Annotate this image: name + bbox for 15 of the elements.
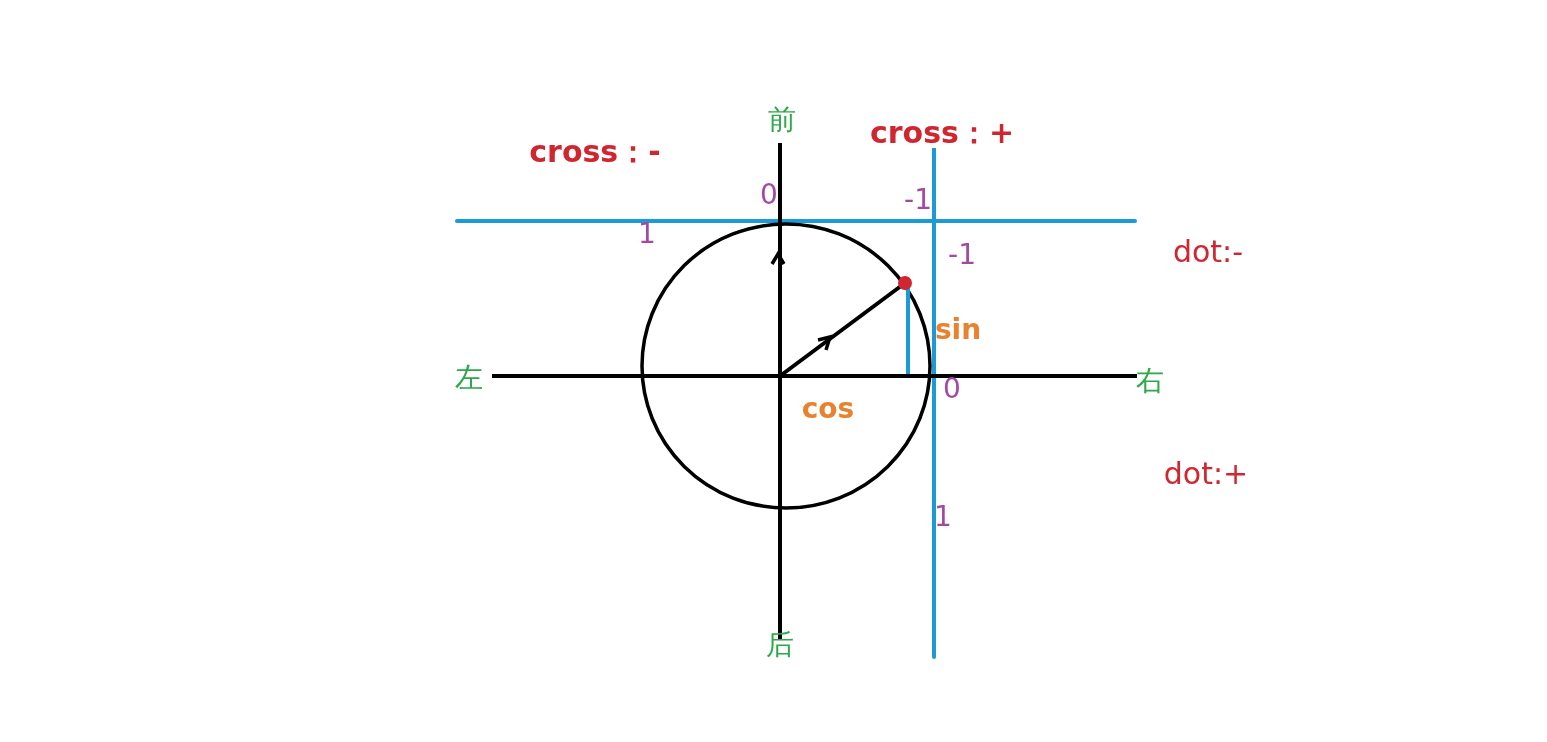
sign-label: dot:- — [1172, 237, 1244, 267]
direction-label: 右 — [1136, 367, 1164, 395]
function-label: cos — [801, 395, 855, 423]
tick-label: 1 — [638, 220, 656, 248]
direction-label: 左 — [455, 364, 483, 392]
sign-label: cross：- — [529, 137, 661, 167]
tick-label: 0 — [760, 181, 778, 209]
tick-label: 1 — [934, 503, 952, 531]
function-label: sin — [934, 316, 982, 344]
tick-label: 0 — [943, 375, 961, 403]
direction-label: 后 — [766, 631, 794, 659]
tick-label: -1 — [948, 241, 976, 269]
direction-label: 前 — [768, 106, 796, 134]
sign-label: dot:+ — [1163, 459, 1249, 489]
tick-label: -1 — [904, 186, 932, 214]
